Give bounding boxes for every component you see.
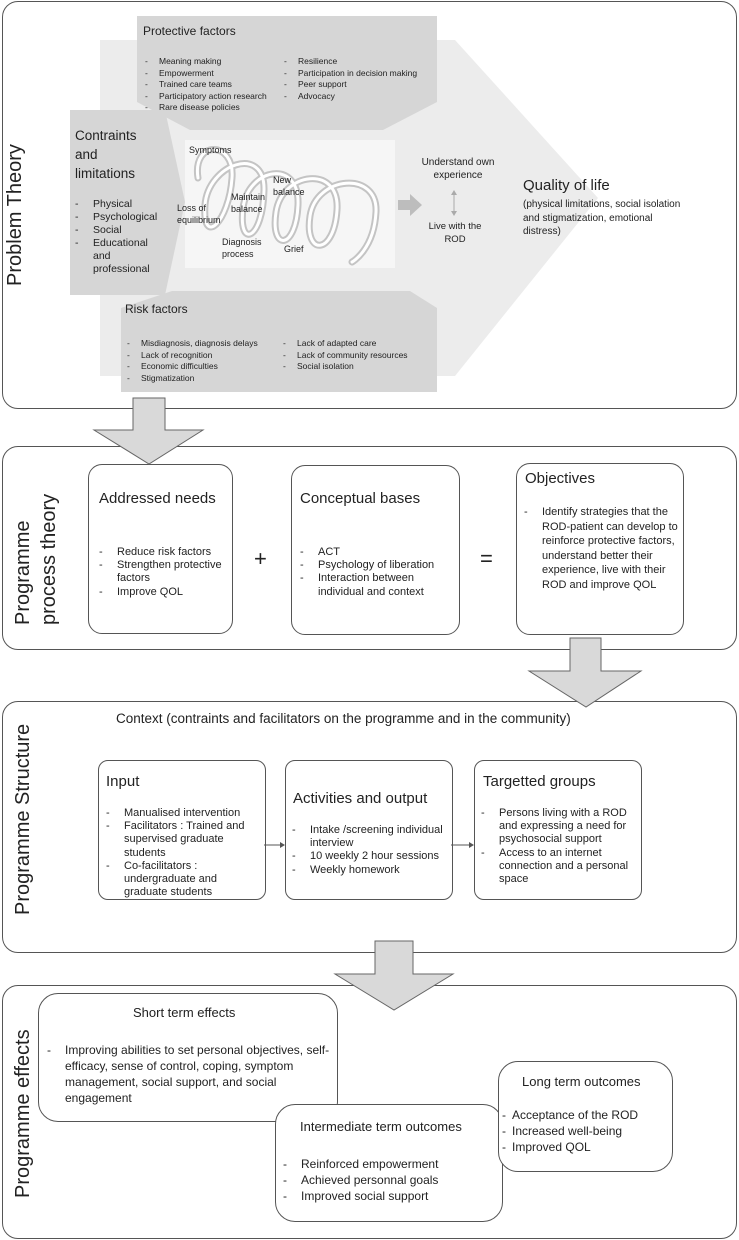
- list-item: Improving abilities to set personal obje…: [45, 1042, 335, 1106]
- equals-sign: =: [480, 546, 493, 571]
- spiral-frame: [185, 140, 395, 268]
- list-item: Peer support: [282, 79, 432, 91]
- constraints-title: Contraints and limitations: [75, 128, 137, 181]
- list-item: Rare disease policies: [143, 102, 288, 114]
- list-item: Access to an internet connection and a p…: [479, 847, 637, 887]
- spiral-label-symptoms: Symptoms: [189, 145, 232, 155]
- activities-title: Activities and output: [293, 790, 428, 807]
- list-item: Intake /screening individual interview: [290, 824, 448, 850]
- protective-factors-left-list: Meaning making Empowerment Trained care …: [143, 56, 288, 114]
- risk-factors-right-list: Lack of adapted care Lack of community r…: [281, 338, 431, 373]
- list-item: Interaction between individual and conte…: [298, 572, 453, 598]
- list-item: Psychology of liberation: [298, 559, 453, 572]
- spiral-label-diagnosis: Diagnosis process: [222, 237, 262, 259]
- long-term-title: Long term outcomes: [522, 1074, 641, 1089]
- list-item: Economic difficulties: [125, 361, 290, 373]
- list-item: Improve QOL: [97, 586, 229, 599]
- spiral-label-maintain: Maintain balance: [231, 192, 266, 214]
- list-item: Trained care teams: [143, 79, 288, 91]
- right-block-arrow: [398, 194, 422, 216]
- list-item: Lack of recognition: [125, 350, 290, 362]
- short-term-list: Improving abilities to set personal obje…: [45, 1042, 335, 1106]
- list-item: Stigmatization: [125, 373, 290, 385]
- context-title: Context (contraints and facilitators on …: [116, 711, 571, 726]
- list-item: Co-facilitators : undergraduate and grad…: [104, 860, 262, 900]
- objectives-list: Identify strategies that the ROD-patient…: [522, 505, 680, 592]
- intermediate-term-title: Intermediate term outcomes: [300, 1119, 462, 1134]
- input-title: Input: [106, 773, 140, 790]
- constraints-list: Physical Psychological Social Educationa…: [73, 198, 159, 276]
- list-item: Misdiagnosis, diagnosis delays: [125, 338, 290, 350]
- structure-label: Programme Structure: [12, 723, 34, 915]
- list-item: Lack of adapted care: [281, 338, 431, 350]
- list-item: Lack of community resources: [281, 350, 431, 362]
- effects-label: Programme effects: [12, 1029, 34, 1198]
- list-item: Identify strategies that the ROD-patient…: [522, 505, 680, 592]
- process-theory-label: Programme process theory: [10, 445, 62, 625]
- list-item: Educational and professional: [73, 237, 159, 276]
- list-item: Resilience: [282, 56, 432, 68]
- list-item: Acceptance of the ROD: [500, 1107, 670, 1123]
- short-term-title: Short term effects: [133, 1005, 236, 1020]
- list-item: Increased well-being: [500, 1123, 670, 1139]
- list-item: Advocacy: [282, 91, 432, 103]
- risk-factors-title: Risk factors: [125, 302, 188, 316]
- objectives-title: Objectives: [525, 470, 596, 487]
- protective-factors-title: Protective factors: [143, 24, 236, 38]
- quality-of-life-title: Quality of life: [523, 177, 610, 194]
- list-item: Participatory action research: [143, 91, 288, 103]
- spiral-label-grief: Grief: [284, 244, 304, 254]
- list-item: Achieved personnal goals: [281, 1172, 499, 1188]
- list-item: Strengthen protective factors: [97, 559, 229, 585]
- spiral-label-new-balance: New balance: [273, 175, 305, 197]
- list-item: Improved QOL: [500, 1139, 670, 1155]
- quality-of-life-detail: (physical limitations, social isolation …: [523, 199, 681, 237]
- list-item: Persons living with a ROD and expressing…: [479, 807, 637, 847]
- intermediate-term-list: Reinforced empowerment Achieved personna…: [281, 1156, 499, 1204]
- list-item: Weekly homework: [290, 864, 448, 877]
- list-item: ACT: [298, 546, 453, 559]
- long-term-list: Acceptance of the ROD Increased well-bei…: [500, 1107, 670, 1155]
- list-item: Manualised intervention: [104, 807, 262, 820]
- input-list: Manualised intervention Facilitators : T…: [104, 807, 262, 899]
- list-item: Empowerment: [143, 68, 288, 80]
- understand-experience-text: Understand own experience: [421, 157, 495, 181]
- targetted-groups-title: Targetted groups: [483, 773, 596, 790]
- list-item: Psychological: [73, 211, 159, 224]
- conceptual-bases-list: ACT Psychology of liberation Interaction…: [298, 546, 453, 599]
- risk-factors-left-list: Misdiagnosis, diagnosis delays Lack of r…: [125, 338, 290, 384]
- addressed-needs-list: Reduce risk factors Strengthen protectiv…: [97, 546, 229, 599]
- list-item: Improved social support: [281, 1188, 499, 1204]
- list-item: Social: [73, 224, 159, 237]
- conceptual-bases-title: Conceptual bases: [300, 490, 421, 507]
- activities-list: Intake /screening individual interview 1…: [290, 824, 448, 877]
- plus-sign: +: [254, 546, 267, 571]
- list-item: Reduce risk factors: [97, 546, 229, 559]
- addressed-needs-title: Addressed needs: [99, 490, 216, 507]
- list-item: Reinforced empowerment: [281, 1156, 499, 1172]
- live-with-rod-text: Live with the ROD: [428, 221, 482, 245]
- constraints-point: [165, 110, 185, 295]
- list-item: Physical: [73, 198, 159, 211]
- process-theory-label-text: Programme process theory: [12, 493, 60, 625]
- list-item: Facilitators : Trained and supervised gr…: [104, 820, 262, 860]
- list-item: Social isolation: [281, 361, 431, 373]
- spiral-label-loss: Loss of equilibrium: [177, 203, 221, 225]
- targetted-groups-list: Persons living with a ROD and expressing…: [479, 807, 637, 886]
- list-item: Participation in decision making: [282, 68, 432, 80]
- list-item: Meaning making: [143, 56, 288, 68]
- protective-factors-right-list: Resilience Participation in decision mak…: [282, 56, 432, 102]
- list-item: 10 weekly 2 hour sessions: [290, 850, 448, 863]
- spiral-outline: [196, 148, 378, 264]
